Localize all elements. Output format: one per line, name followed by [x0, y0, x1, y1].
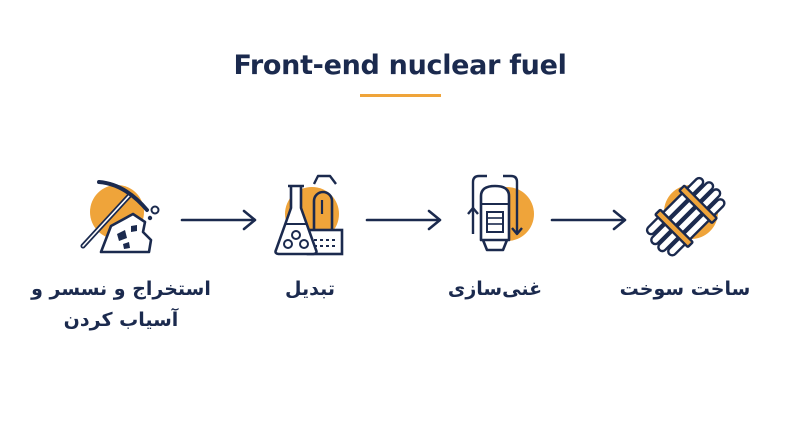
- diagram-title: Front-end nuclear fuel: [233, 50, 567, 81]
- stage-label-enrichment: غنی‌سازی: [447, 278, 543, 300]
- arrow-right-icon: [365, 209, 442, 231]
- flask-refinery-icon: [274, 174, 344, 256]
- fuel-rods-icon: [645, 176, 726, 257]
- arrow-right-icon: [180, 209, 257, 231]
- stage-label-mining: استخراج و نسسر و آسیاب کردن: [31, 278, 211, 331]
- stage-enrichment: غنی‌سازی: [405, 170, 585, 305]
- stage-conversion: تبدیل: [220, 170, 400, 305]
- stage-fabrication: ساخت سوخت: [595, 170, 775, 305]
- title-underline: [360, 94, 441, 97]
- centrifuge-icon: [467, 174, 534, 252]
- stage-label-conversion: تبدیل: [285, 278, 335, 300]
- pickaxe-ore-icon: [80, 180, 160, 254]
- stage-label-fabrication: ساخت سوخت: [619, 278, 751, 300]
- arrow-right-icon: [550, 209, 627, 231]
- stage-mining: استخراج و نسسر و آسیاب کردن: [31, 170, 211, 336]
